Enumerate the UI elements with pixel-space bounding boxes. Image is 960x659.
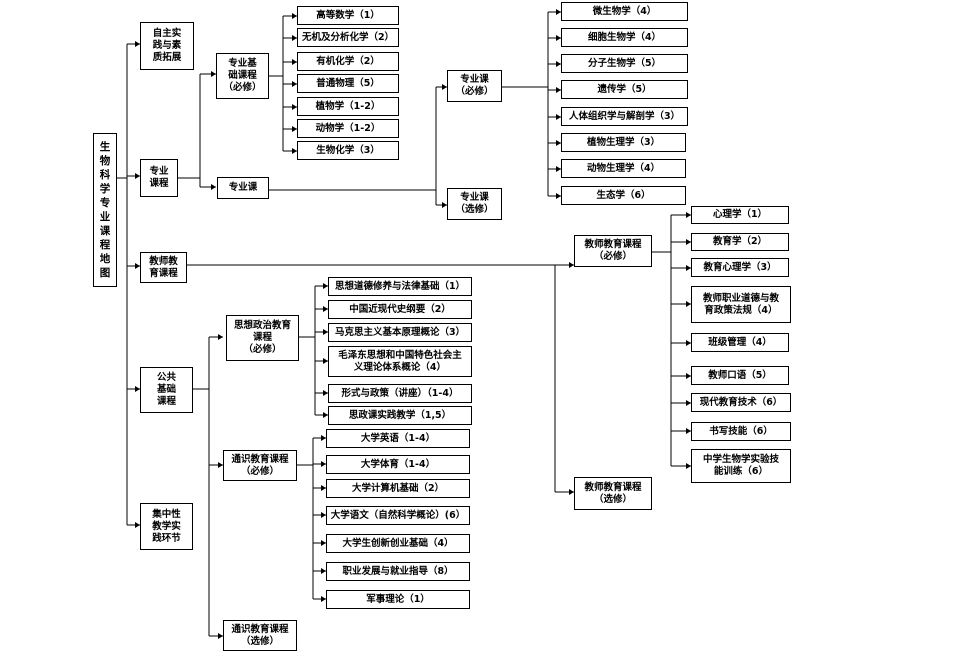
course-zhuanye-bixiu-8: 生态学（6） (561, 186, 686, 205)
course-jiaoshi-6: 教师口语（5） (691, 366, 789, 385)
course-jiaoshi-9: 中学生物学实验技 能训练（6） (691, 449, 791, 483)
course-zhuanye-bixiu-2: 细胞生物学（4） (561, 28, 688, 47)
course-zhuanye-bixiu-1: 微生物学（4） (561, 2, 688, 21)
course-jiaoshi-4: 教师职业道德与教 育政策法规（4） (691, 286, 791, 323)
node-jiaoshi-bixiu: 教师教育课程 （必修） (574, 235, 652, 267)
course-tongshi-4: 大学语文（自然科学概论）(6） (326, 506, 470, 525)
node-zhuanye-ke: 专业课 (217, 177, 269, 199)
course-zhuanye-jichu-3: 有机化学（2） (297, 52, 399, 71)
course-tongshi-3: 大学计算机基础（2） (326, 479, 470, 498)
course-jiaoshi-5: 班级管理（4） (691, 333, 789, 352)
node-zhuanye-jichu: 专业基 础课程 （必修） (216, 53, 269, 99)
root-node: 生 物 科 学 专 业 课 程 地 图 (93, 133, 117, 287)
node-sizheng: 思想政治教育 课程 （必修） (226, 315, 299, 361)
course-sizheng-1: 思想道德修养与法律基础（1） (328, 277, 472, 296)
node-zhuanye: 专业 课程 (140, 159, 178, 197)
course-jiaoshi-8: 书写技能（6） (691, 422, 791, 441)
node-zizhu: 自主实 践与素 质拓展 (140, 22, 194, 70)
node-tongshi-xuanxiu: 通识教育课程 （选修） (223, 620, 297, 651)
course-sizheng-6: 思政课实践教学（1,5） (328, 406, 472, 425)
course-zhuanye-bixiu-7: 动物生理学（4） (561, 159, 686, 178)
course-zhuanye-bixiu-3: 分子生物学（5） (561, 54, 688, 73)
course-zhuanye-jichu-2: 无机及分析化学（2） (297, 28, 399, 47)
course-zhuanye-bixiu-5: 人体组织学与解剖学（3） (561, 107, 688, 126)
course-jiaoshi-1: 心理学（1） (691, 206, 789, 224)
course-zhuanye-jichu-1: 高等数学（1） (297, 6, 399, 25)
course-zhuanye-jichu-6: 动物学（1-2） (297, 119, 399, 138)
course-zhuanye-jichu-4: 普通物理（5） (297, 74, 399, 93)
course-sizheng-5: 形式与政策（讲座）（1-4） (328, 384, 472, 403)
course-zhuanye-jichu-5: 植物学（1-2） (297, 97, 399, 116)
course-jiaoshi-7: 现代教育技术（6） (691, 393, 791, 412)
node-jiaoshi-xuanxiu: 教师教育课程 （选修） (574, 477, 652, 510)
course-tongshi-2: 大学体育（1-4） (326, 455, 470, 474)
course-zhuanye-bixiu-4: 遗传学（5） (561, 80, 688, 99)
course-tongshi-7: 军事理论（1） (326, 590, 470, 609)
course-jiaoshi-3: 教育心理学（3） (691, 258, 789, 277)
course-zhuanye-jichu-7: 生物化学（3） (297, 141, 399, 160)
course-zhuanye-bixiu-6: 植物生理学（3） (561, 133, 686, 152)
node-tongshi-bixiu: 通识教育课程 （必修） (223, 450, 297, 481)
node-zhuanye-bixiu: 专业课 （必修） (447, 70, 502, 102)
node-zhuanye-xuanxiu: 专业课 （选修） (447, 188, 502, 220)
course-sizheng-4: 毛泽东思想和中国特色社会主 义理论体系概论（4） (328, 346, 472, 377)
course-jiaoshi-2: 教育学（2） (691, 233, 789, 251)
node-gonggong: 公共 基础 课程 (140, 367, 193, 413)
node-jiaoshi: 教师教 育课程 (140, 252, 187, 283)
course-sizheng-2: 中国近现代史纲要（2） (328, 300, 472, 319)
course-tongshi-6: 职业发展与就业指导（8） (326, 562, 470, 581)
course-tongshi-1: 大学英语（1-4） (326, 429, 470, 448)
course-sizheng-3: 马克思主义基本原理概论（3） (328, 323, 472, 342)
course-tongshi-5: 大学生创新创业基础（4） (326, 534, 470, 553)
node-jizhong: 集中性 教学实 践环节 (140, 503, 193, 550)
